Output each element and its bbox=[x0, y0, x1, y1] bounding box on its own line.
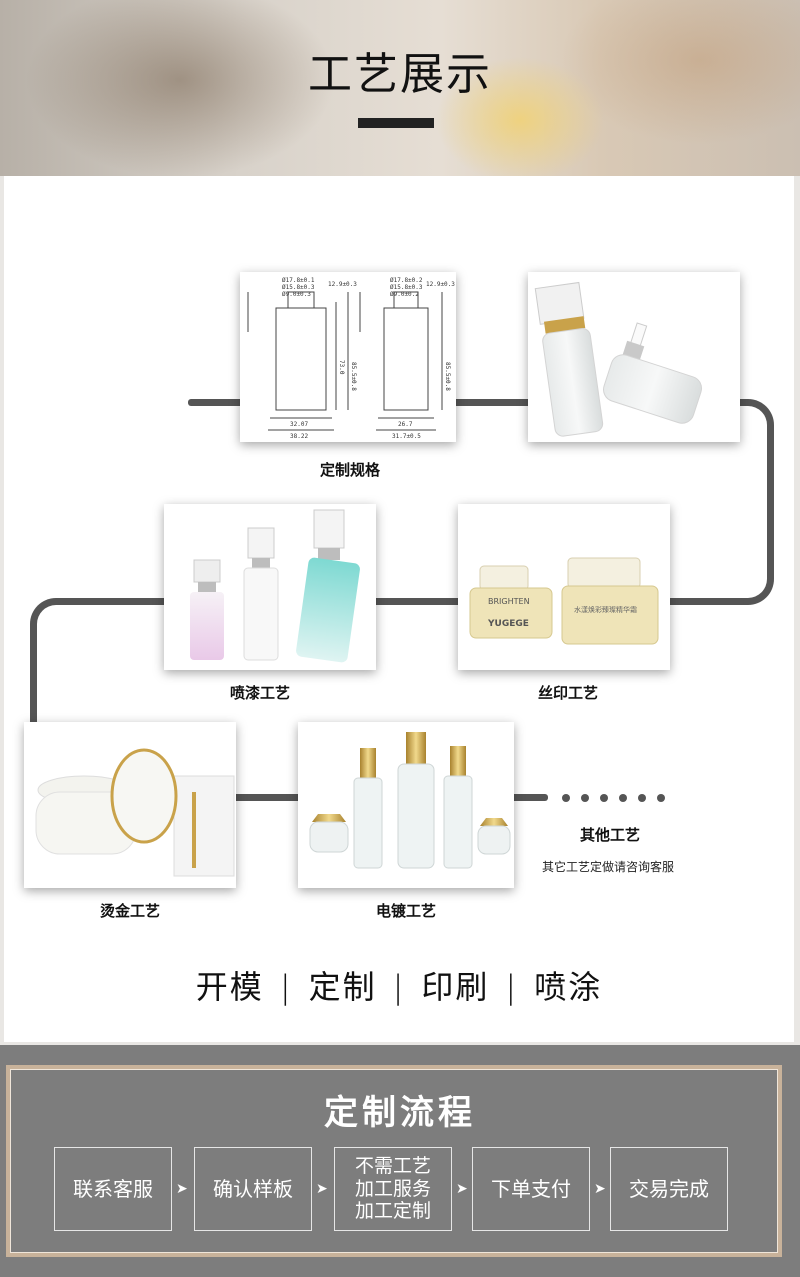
dot bbox=[638, 794, 646, 802]
spec-label-a3: Ø9.0±0.3 bbox=[282, 291, 311, 298]
jar-name-text: YUGEGE bbox=[487, 619, 529, 629]
spec-label-b4: 12.9±0.3 bbox=[426, 281, 455, 288]
dot bbox=[619, 794, 627, 802]
card-silkscreen-jars: BRIGHTEN YUGEGE 水漾焕彩臻璨精华霜 bbox=[458, 504, 670, 670]
caption-spray: 喷漆工艺 bbox=[229, 684, 290, 702]
dot bbox=[581, 794, 589, 802]
card-plating-bottles bbox=[298, 722, 514, 888]
process-step-service: 不需工艺 加工服务 加工定制 bbox=[334, 1147, 452, 1231]
service-separator: | bbox=[279, 968, 293, 1006]
caption-plating: 电镀工艺 bbox=[375, 902, 436, 920]
silkscreen-jars-image: BRIGHTEN YUGEGE 水漾焕彩臻璨精华霜 bbox=[469, 557, 659, 645]
other-note: 其它工艺定做请咨询客服 bbox=[542, 860, 675, 874]
card-frosted-bottles bbox=[528, 272, 740, 442]
spec-label-b2: Ø15.8±0.3 bbox=[390, 284, 423, 291]
spec-label-h3: 85.5±0.8 bbox=[444, 362, 451, 391]
hotstamp-jar-image bbox=[35, 748, 235, 877]
spec-label-w1: 32.07 bbox=[290, 421, 308, 428]
card-spray-bottles bbox=[164, 504, 376, 670]
spec-label-w2: 38.22 bbox=[290, 433, 308, 440]
track-curve-left bbox=[30, 598, 90, 722]
spec-drawing: Ø17.8±0.1 Ø15.8±0.3 Ø9.0±0.3 12.9±0.3 Ø1… bbox=[247, 277, 455, 440]
arrow-icon: ➤ bbox=[316, 1181, 328, 1197]
spray-bottles-image bbox=[190, 509, 360, 663]
craft-panel: Ø17.8±0.1 Ø15.8±0.3 Ø9.0±0.3 12.9±0.3 Ø1… bbox=[4, 176, 794, 1042]
spec-label-b3: Ø9.0±0.2 bbox=[390, 291, 419, 298]
spec-label-a1: Ø17.8±0.1 bbox=[282, 277, 315, 284]
caption-silkscreen: 丝印工艺 bbox=[537, 684, 598, 702]
track-row1 bbox=[188, 399, 728, 406]
arrow-icon: ➤ bbox=[176, 1181, 188, 1197]
caption-other: 其他工艺 bbox=[579, 826, 640, 844]
dot bbox=[657, 794, 665, 802]
hero-banner: 工艺展示 bbox=[0, 0, 800, 176]
track-row2 bbox=[54, 598, 744, 605]
spec-label-b1: Ø17.8±0.2 bbox=[390, 277, 423, 284]
dot bbox=[562, 794, 570, 802]
dot bbox=[600, 794, 608, 802]
service-item: 印刷 bbox=[421, 968, 490, 1006]
process-step-contact: 联系客服 bbox=[54, 1147, 172, 1231]
process-title: 定制流程 bbox=[324, 1093, 476, 1133]
page-title: 工艺展示 bbox=[308, 49, 492, 100]
spec-label-h2: 73.0 bbox=[338, 360, 345, 375]
arrow-icon: ➤ bbox=[594, 1181, 606, 1197]
plating-bottles-image bbox=[309, 732, 511, 869]
process-step-pay: 下单支付 bbox=[472, 1147, 590, 1231]
process-step-confirm: 确认样板 bbox=[194, 1147, 312, 1231]
spec-label-w4: 31.7±0.5 bbox=[392, 433, 421, 440]
service-separator: | bbox=[392, 968, 406, 1006]
spec-label-a4: 12.9±0.3 bbox=[328, 281, 357, 288]
spec-label-h1: 85.5±0.8 bbox=[350, 362, 357, 391]
process-section: 定制流程 联系客服 ➤ 确认样板 ➤ 不需工艺 加工服务 加工定制 ➤ 下单支付… bbox=[0, 1045, 800, 1277]
title-underline bbox=[358, 118, 434, 128]
process-frame bbox=[6, 1065, 782, 1257]
frosted-bottles-image bbox=[534, 281, 703, 437]
service-item: 喷涂 bbox=[534, 968, 603, 1006]
card-spec: Ø17.8±0.1 Ø15.8±0.3 Ø9.0±0.3 12.9±0.3 Ø1… bbox=[240, 272, 456, 442]
jar-cn-text: 水漾焕彩臻璨精华霜 bbox=[574, 605, 637, 614]
spec-label-w3: 26.7 bbox=[398, 421, 413, 428]
service-item: 开模 bbox=[195, 968, 264, 1006]
caption-spec: 定制规格 bbox=[319, 461, 380, 479]
spec-label-a2: Ø15.8±0.3 bbox=[282, 284, 315, 291]
arrow-icon: ➤ bbox=[456, 1181, 468, 1197]
service-separator: | bbox=[505, 968, 519, 1006]
caption-hotstamp: 烫金工艺 bbox=[99, 902, 160, 920]
service-item: 定制 bbox=[308, 968, 377, 1006]
process-step-complete: 交易完成 bbox=[610, 1147, 728, 1231]
card-hotstamp-jar bbox=[24, 722, 236, 888]
service-line: 开模 | 定制 | 印刷 | 喷涂 bbox=[4, 962, 794, 1008]
jar-brand-text: BRIGHTEN bbox=[488, 597, 530, 606]
